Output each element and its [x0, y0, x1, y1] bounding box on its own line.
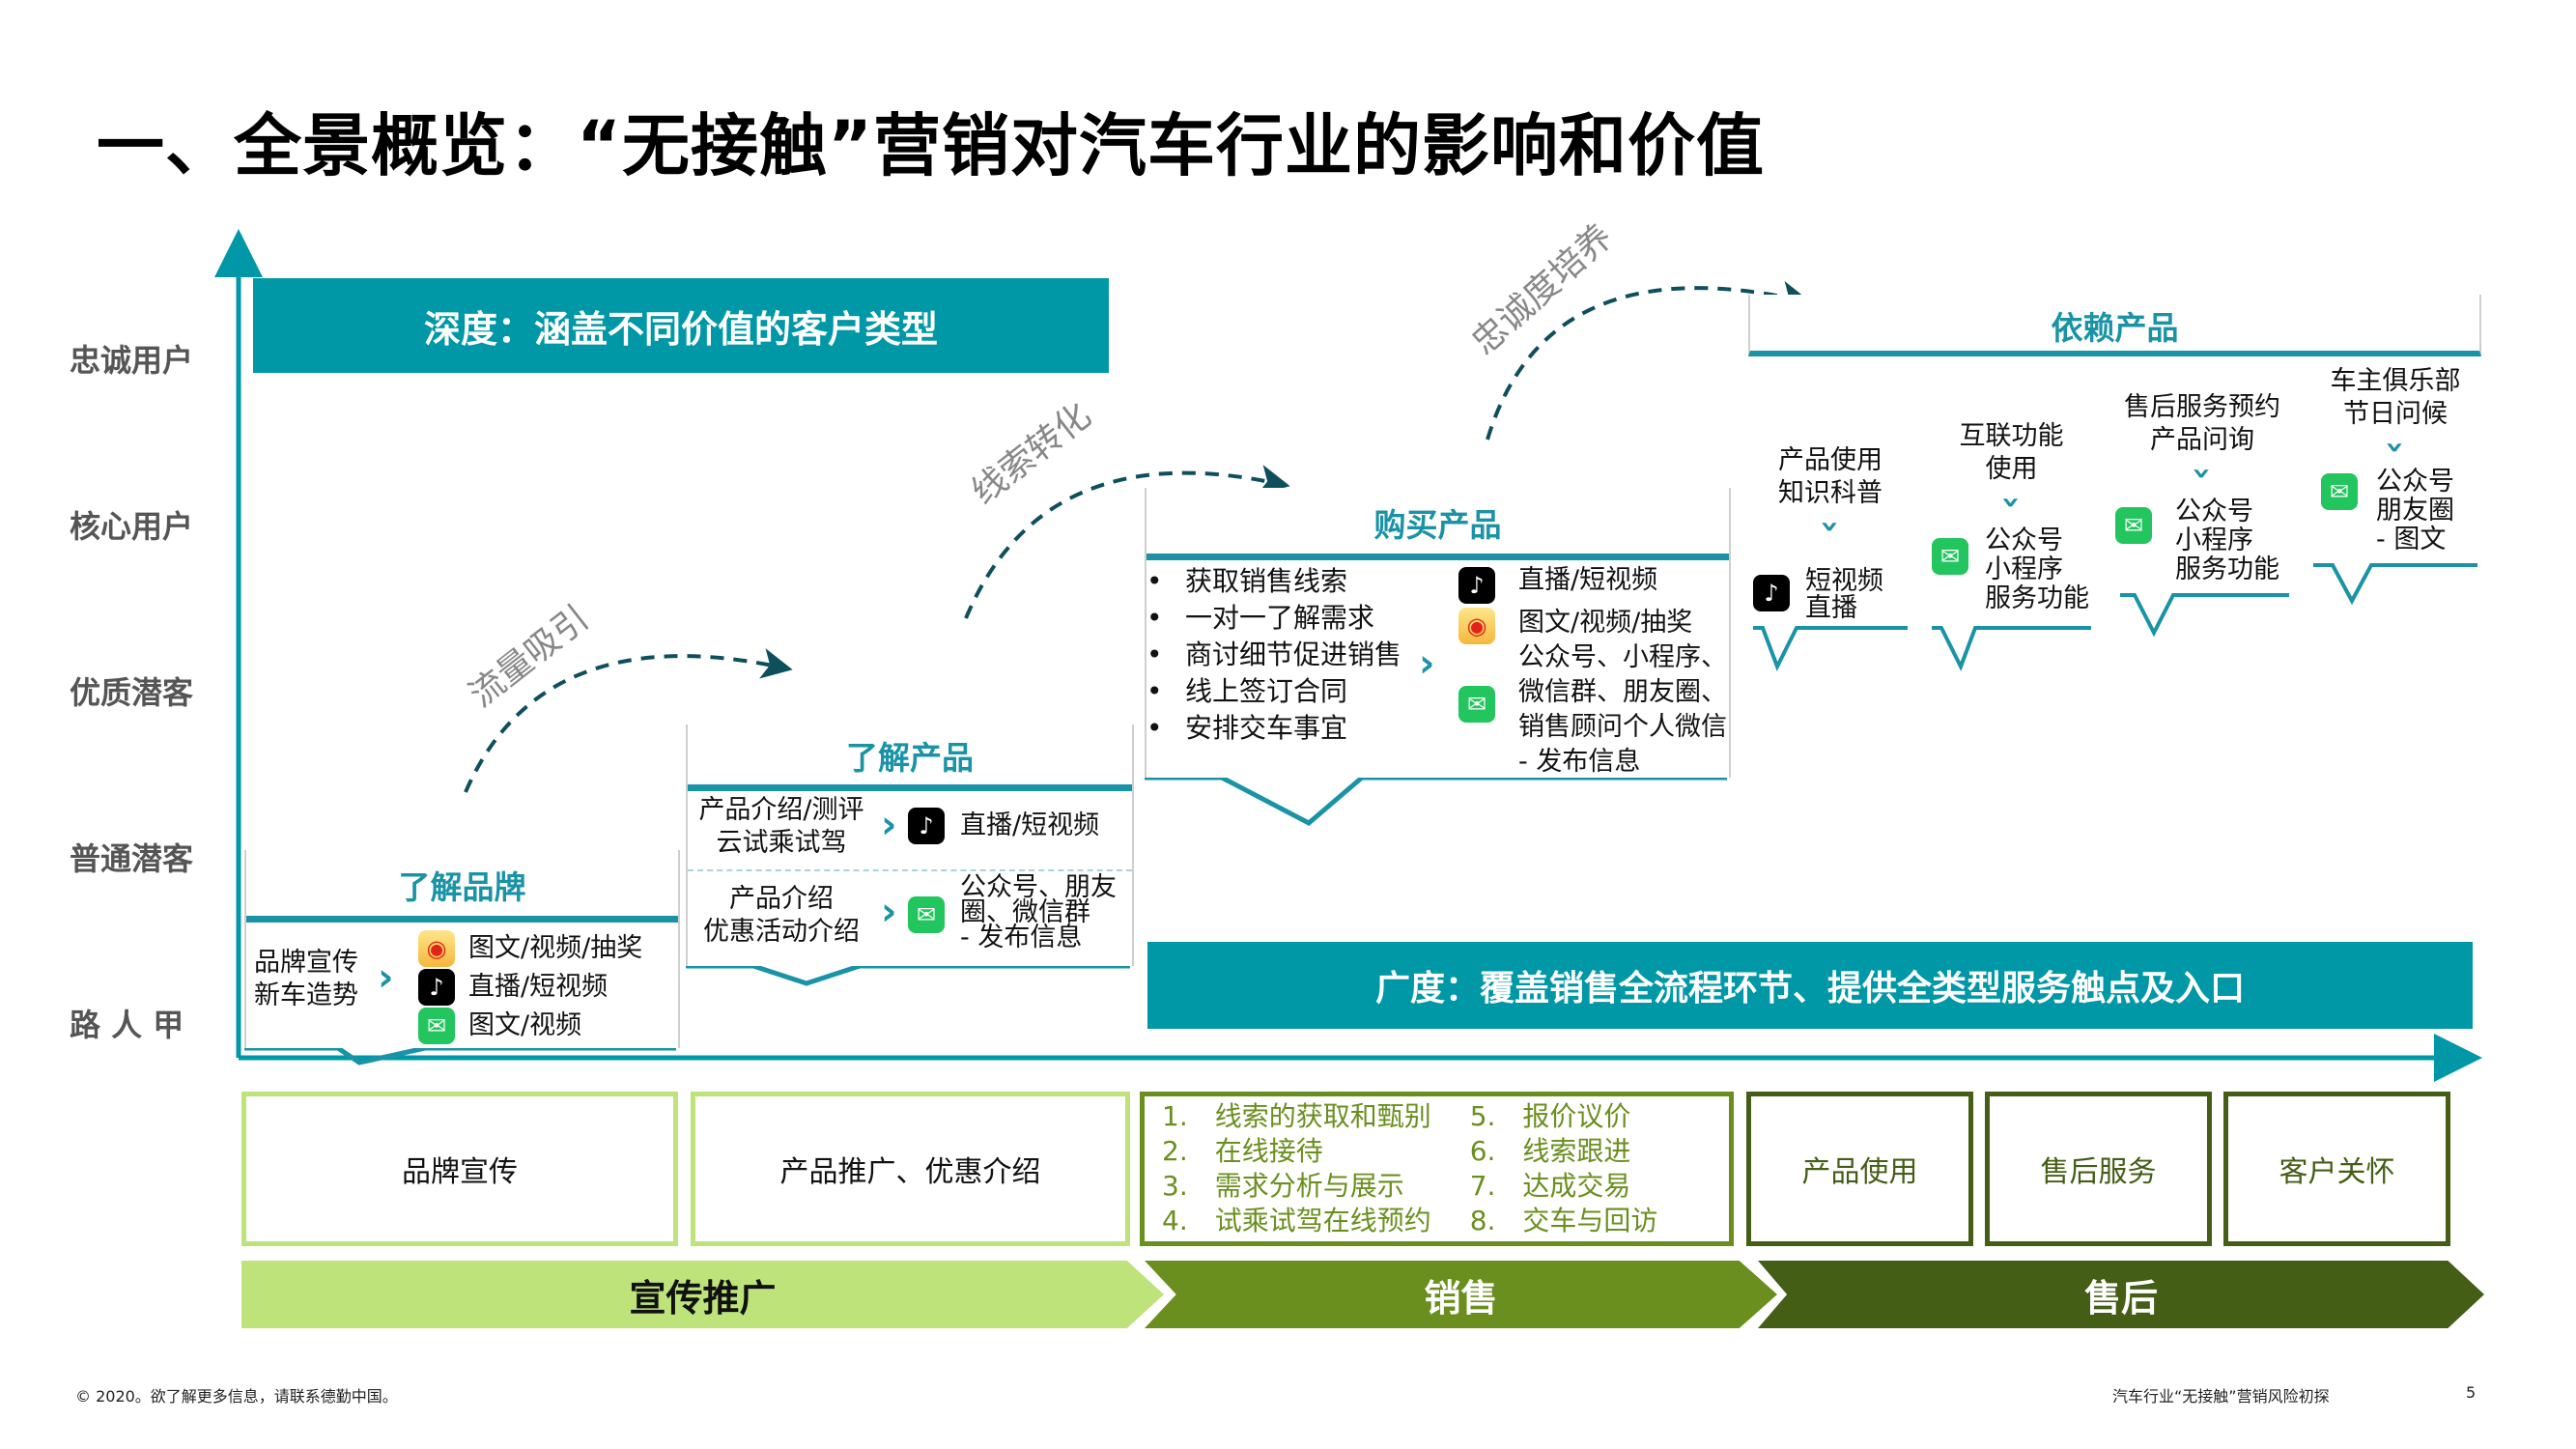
stage-box-aftersales: 售后服务: [1985, 1092, 2212, 1246]
brand-left-text: 品牌宣传 新车造势: [254, 948, 358, 1010]
rely-card: 依赖产品: [1748, 295, 2481, 356]
brand-channels: ◉ 图文/视频/抽奖 ♪ 直播/短视频 ✉ 图文/视频: [418, 929, 642, 1045]
phase-aftersales: 售后: [1758, 1261, 2484, 1328]
purchase-card: 购买产品 获取销售线索 一对一了解需求 商讨细节促进销售 线上签订合同 安排交车…: [1145, 488, 1731, 778]
footer-doc-title: 汽车行业“无接触”营销风险初探: [2112, 1387, 2330, 1406]
y-label-general-prospect: 普通潜客: [70, 840, 194, 877]
purchase-bullets: 获取销售线索 一对一了解需求 商讨细节促进销售 线上签订合同 安排交车事宜: [1146, 563, 1401, 747]
rely-card-title: 依赖产品: [2051, 309, 2179, 347]
brand-card-tail: [244, 1045, 676, 1065]
tiktok-icon: ♪: [1458, 567, 1495, 604]
product-card-title: 了解产品: [688, 724, 1132, 791]
rely-tail-4: [2313, 563, 2477, 606]
product-row-2: 产品介绍 优惠活动介绍 › ✉ 公众号、朋友 圈、微信群 - 发布信息: [703, 872, 1117, 952]
channel-row: ✉ 图文/视频: [418, 1007, 642, 1045]
phase-promotion: 宣传推广: [241, 1261, 1164, 1328]
phase-sales: 销售: [1145, 1261, 1777, 1328]
weibo-icon: ◉: [418, 930, 455, 967]
flow-arrow-traffic: [464, 648, 793, 793]
y-label-core: 核心用户: [70, 508, 194, 545]
chevron-right-icon: ›: [881, 803, 897, 847]
stage-box-sales: 1. 线索的获取和甄别 2. 在线接待 3. 需求分析与展示 4. 试乘试驾在线…: [1140, 1092, 1734, 1246]
wechat-icon: ✉: [418, 1008, 455, 1044]
stage-box-brand: 品牌宣传: [241, 1092, 678, 1246]
footer-copyright: © 2020。欲了解更多信息，请联系德勤中国。: [75, 1387, 398, 1406]
channel-row: ◉ 图文/视频/抽奖: [418, 929, 642, 968]
y-label-quality-prospect: 优质潜客: [70, 674, 194, 711]
breadth-banner: 广度：覆盖销售全流程环节、提供全类型服务触点及入口: [1147, 942, 2473, 1029]
channel-row: ♪ 直播/短视频: [418, 968, 642, 1007]
stage-box-usage: 产品使用: [1746, 1092, 1973, 1246]
wechat-icon: ✉: [1458, 686, 1495, 723]
purchase-channels: 直播/短视频 图文/视频/抽奖 公众号、小程序、 微信群、朋友圈、 销售顾问个人…: [1518, 565, 1727, 777]
depth-banner: 深度：涵盖不同价值的客户类型: [253, 278, 1109, 373]
rely-item: 产品使用 知识科普 › ♪ 短视频 直播: [1753, 444, 1908, 622]
stage-box-care: 客户关怀: [2223, 1092, 2450, 1246]
y-label-loyal: 忠诚用户: [70, 342, 194, 379]
purchase-card-title: 购买产品: [1146, 488, 1729, 560]
chevron-right-icon: ›: [881, 890, 897, 934]
chevron-right-icon: ›: [378, 955, 394, 1000]
tiktok-icon: ♪: [1753, 575, 1790, 611]
flow-arrow-leads: [964, 465, 1290, 619]
wechat-icon: ✉: [2115, 507, 2152, 544]
stage-box-promo: 产品推广、优惠介绍: [691, 1092, 1130, 1246]
brand-card-title: 了解品牌: [246, 850, 678, 923]
chevron-right-icon: ›: [1419, 641, 1435, 686]
tiktok-icon: ♪: [908, 808, 945, 844]
purchase-card-tail: [1145, 775, 1727, 826]
rely-tail-1: [1753, 626, 1908, 671]
rely-tail-3: [2120, 593, 2289, 638]
rely-item: 互联功能 使用 › ✉ 公众号 小程序 服务功能: [1932, 420, 2091, 613]
row-divider: [688, 869, 1132, 871]
weibo-icon: ◉: [1458, 608, 1495, 644]
wechat-icon: ✉: [2321, 473, 2358, 510]
page-title: 一、全景概览：“无接触”营销对汽车行业的影响和价值: [97, 106, 1766, 185]
page-number: 5: [2466, 1383, 2477, 1402]
flow-arrow-loyalty: [1486, 281, 1812, 440]
sales-steps-list: 1. 线索的获取和甄别 2. 在线接待 3. 需求分析与展示 4. 试乘试驾在线…: [1162, 1100, 1658, 1236]
product-card: 了解产品 产品介绍/测评 云试乘试驾 › ♪ 直播/短视频 产品介绍 优惠活动介…: [686, 724, 1134, 966]
wechat-icon: ✉: [1932, 538, 1968, 575]
product-row-1: 产品介绍/测评 云试乘试驾 › ♪ 直播/短视频: [698, 795, 1100, 858]
y-label-passerby: 路 人 甲: [70, 1007, 184, 1043]
rely-tail-2: [1932, 626, 2091, 671]
brand-card: 了解品牌 品牌宣传 新车造势 › ◉ 图文/视频/抽奖 ♪ 直播/短视频 ✉ 图…: [244, 850, 680, 1048]
product-card-tail: [686, 963, 1130, 986]
rely-item: 售后服务预约 产品问询 › ✉ 公众号 小程序 服务功能: [2115, 391, 2289, 584]
wechat-icon: ✉: [908, 896, 945, 933]
rely-item: 车主俱乐部 节日问候 › ✉ 公众号 朋友圈 - 图文: [2313, 365, 2477, 554]
tiktok-icon: ♪: [418, 969, 455, 1006]
